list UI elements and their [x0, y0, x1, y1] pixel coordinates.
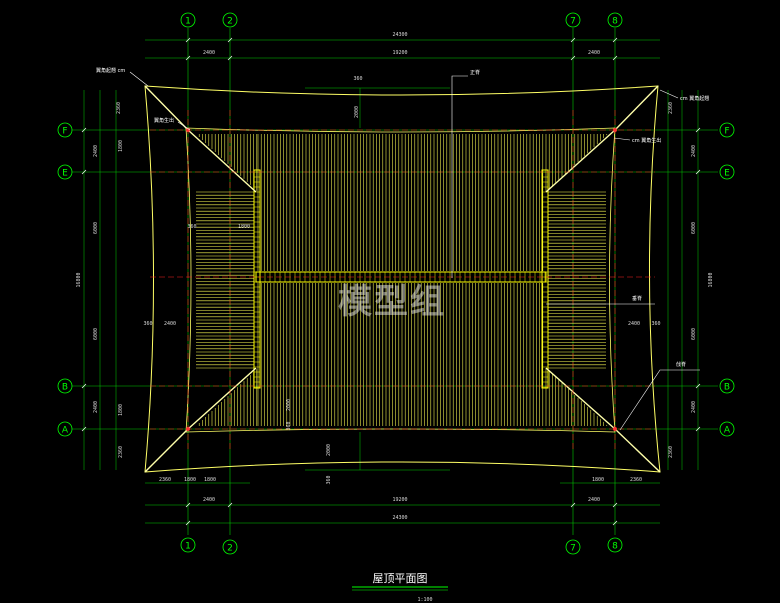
- dim-left-seg-6: 1800: [118, 404, 124, 416]
- dim-inner-left-a: 360: [187, 224, 196, 230]
- axis-bubble-col-1-bottom: 1: [180, 537, 196, 553]
- svg-text:2: 2: [227, 17, 233, 27]
- svg-text:1: 1: [185, 542, 191, 552]
- svg-text:8: 8: [612, 542, 618, 552]
- dim-small-b: 360: [286, 421, 292, 430]
- svg-text:2: 2: [227, 544, 233, 554]
- dim-inner-left-d: 2400: [164, 321, 176, 327]
- annotation-labels: 正脊 翼角起翘 cm cm 翼角起翘 翼角生出 cm 翼角生出 垂脊 戗脊: [96, 67, 709, 368]
- drawing-scale: 1:100: [417, 597, 432, 603]
- axis-bubble-col-8-bottom: 8: [607, 537, 623, 553]
- dimension-texts: 24300 2400 19200 2400 360 2000 24300 240…: [76, 32, 714, 521]
- axis-bubble-col-8-top: 8: [607, 12, 623, 28]
- svg-text:F: F: [724, 127, 729, 137]
- svg-text:1: 1: [185, 17, 191, 27]
- dim-right-total: 16800: [708, 272, 714, 287]
- dim-left-seg-3: 6000: [93, 222, 99, 234]
- axis-bubble-row-a-left: A: [57, 421, 73, 437]
- label-ridge-top: 正脊: [470, 69, 480, 76]
- axis-bubble-col-2-bottom: 2: [222, 539, 238, 555]
- dim-left-seg-4: 6000: [93, 328, 99, 340]
- dim-bottom-left: 2400: [203, 497, 215, 503]
- svg-text:B: B: [62, 383, 68, 393]
- dim-upper-inner: 2000: [354, 106, 360, 118]
- dim-bottom-seg-d: 1800: [592, 477, 604, 483]
- dim-bottom-offset: 360: [326, 475, 332, 484]
- dim-top-right: 2400: [588, 50, 600, 56]
- dimension-lines: [83, 39, 699, 524]
- label-hip-right: 垂脊: [632, 295, 642, 302]
- dim-top-middle: 19200: [392, 50, 407, 56]
- label-eave-tl: 翼角生出: [154, 117, 174, 124]
- axis-bubble-col-2-top: 2: [222, 12, 238, 28]
- dim-bottom-seg-c: 1800: [204, 477, 216, 483]
- dimension-ticks: [81, 37, 701, 526]
- dim-left-upper: 2360: [116, 102, 122, 114]
- svg-text:A: A: [62, 426, 69, 436]
- axis-bubble-col-7-bottom: 7: [565, 539, 581, 555]
- label-hip-lower: 戗脊: [676, 361, 686, 368]
- dim-left-lower: 2360: [118, 446, 124, 458]
- dim-bottom-seg-e: 2360: [630, 477, 642, 483]
- leader-lines: [129, 71, 700, 431]
- dim-right-seg-3: 6000: [691, 328, 697, 340]
- axis-bubble-row-b-right: B: [719, 378, 735, 394]
- dim-center-offset: 360: [353, 76, 362, 82]
- dim-left-seg-2: 1800: [118, 140, 124, 152]
- dim-right-seg-4: 2400: [691, 401, 697, 413]
- dim-left-total: 16800: [76, 272, 82, 287]
- ridge-structure: [253, 169, 549, 389]
- inner-eave-line: [185, 127, 616, 433]
- dim-inner-right-a: 2400: [628, 321, 640, 327]
- dim-small-a: 2000: [286, 399, 292, 411]
- dim-inner-left-c: 360: [143, 321, 152, 327]
- center-lines: [150, 110, 655, 450]
- svg-text:E: E: [724, 169, 730, 179]
- axis-bubble-row-f-right: F: [719, 122, 735, 138]
- axis-bubble-row-f-left: F: [57, 122, 73, 138]
- dim-bottom-middle: 19200: [392, 497, 407, 503]
- drawing-title: 屋顶平面图: [373, 572, 428, 585]
- eave-outline: [144, 85, 661, 473]
- svg-text:A: A: [724, 426, 731, 436]
- svg-text:B: B: [724, 383, 730, 393]
- dim-inner-left-b: 1800: [238, 224, 250, 230]
- svg-text:F: F: [62, 127, 67, 137]
- dim-top-left: 2400: [203, 50, 215, 56]
- dim-bottom-total: 24300: [392, 515, 407, 521]
- dim-bottom-seg-a: 2360: [159, 477, 171, 483]
- dim-bottom-seg-b: 1800: [184, 477, 196, 483]
- axis-bubble-col-7-top: 7: [565, 12, 581, 28]
- svg-text:8: 8: [612, 17, 618, 27]
- dim-inner-right-b: 360: [651, 321, 660, 327]
- title-block: 屋顶平面图 1:100: [352, 572, 448, 603]
- dim-right-seg-1: 2400: [691, 145, 697, 157]
- svg-text:7: 7: [570, 544, 576, 554]
- axis-bubbles: 1 2 7 8 1 2 7 8 F E B A F E B A: [57, 12, 735, 555]
- axis-bubble-row-e-right: E: [719, 164, 735, 180]
- dim-top-total: 24300: [392, 32, 407, 38]
- corner-markers: [186, 128, 617, 431]
- dim-right-seg-2: 6000: [691, 222, 697, 234]
- label-corner-tl: 翼角起翘 cm: [96, 67, 125, 74]
- svg-text:E: E: [62, 169, 68, 179]
- ridge-tick-marks: [254, 171, 548, 388]
- hip-lines: [144, 85, 661, 473]
- dim-left-seg-1: 2400: [93, 145, 99, 157]
- dim-lower-inner: 2000: [326, 444, 332, 456]
- dim-right-lower: 2360: [668, 446, 674, 458]
- axis-bubble-row-a-right: A: [719, 421, 735, 437]
- dim-right-upper: 2360: [668, 102, 674, 114]
- dim-left-seg-5: 2400: [93, 401, 99, 413]
- label-corner-tr: cm 翼角起翘: [680, 95, 709, 102]
- watermark-text: 模型组: [338, 282, 446, 322]
- axis-bubble-row-e-left: E: [57, 164, 73, 180]
- axis-bubble-row-b-left: B: [57, 378, 73, 394]
- roof-tiles: [196, 134, 608, 426]
- axis-bubble-col-1-top: 1: [180, 12, 196, 28]
- svg-text:7: 7: [570, 17, 576, 27]
- dim-bottom-right: 2400: [588, 497, 600, 503]
- label-eave-tr: cm 翼角生出: [632, 137, 661, 144]
